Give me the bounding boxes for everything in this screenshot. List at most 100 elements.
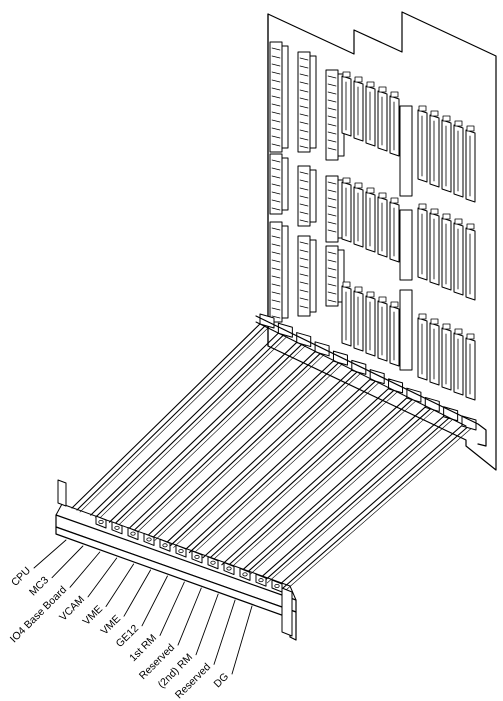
pin (271, 111, 281, 115)
slot-socket (365, 191, 376, 253)
pin (299, 195, 309, 199)
card-guide-rail-edge (210, 388, 401, 562)
standoff-post (399, 105, 413, 197)
pin-strip-side (281, 45, 289, 149)
card-guide-rail-inner (151, 358, 344, 539)
pin (327, 189, 337, 193)
card-guide-rail-edge (285, 425, 475, 591)
socket-latch (442, 213, 451, 220)
tab-hole (210, 560, 216, 565)
leader-line (123, 569, 151, 617)
pin (299, 105, 309, 109)
card-guide-rail (258, 412, 449, 580)
pin (327, 259, 337, 263)
pin (299, 113, 309, 117)
pin (299, 249, 309, 253)
pin (271, 207, 281, 211)
leader-line (231, 605, 253, 675)
socket-latch (342, 177, 351, 184)
card-guide-rail-edge (192, 379, 383, 555)
pin (271, 175, 281, 179)
slot-socket (353, 290, 364, 352)
slot-socket (389, 201, 400, 263)
pin-strip-side (337, 249, 345, 303)
pin (327, 229, 337, 233)
pin (271, 55, 281, 59)
pin (327, 221, 337, 225)
slot-socket (417, 207, 428, 281)
slot-socket (377, 196, 388, 258)
card-guide-rail (239, 402, 430, 573)
pin (299, 97, 309, 101)
pin (271, 291, 281, 295)
pin (327, 283, 337, 287)
pin (327, 205, 337, 209)
card-guide-rail-inner (113, 339, 307, 525)
rear-card-clip (461, 415, 477, 431)
card-guide-rail (202, 384, 394, 559)
socket-latch (342, 71, 351, 78)
pin (271, 283, 281, 287)
tab-hole (194, 554, 200, 559)
pin (271, 307, 281, 311)
pin-strip-side (309, 169, 317, 223)
socket-latch (366, 187, 375, 194)
backplane-connectors (269, 41, 476, 401)
socket-latch (430, 208, 439, 215)
leader-line (195, 593, 219, 656)
pin-strip-side (281, 225, 289, 319)
tab-hole (242, 572, 248, 577)
socket-latch (454, 120, 463, 127)
pin (271, 235, 281, 239)
socket-latch (466, 125, 475, 132)
socket-latch (418, 105, 427, 112)
leader-line (105, 563, 135, 607)
slot-socket (377, 300, 388, 362)
leader-line (141, 575, 168, 627)
slot-label: CPU (9, 565, 33, 589)
slot-socket (441, 119, 452, 193)
pin (271, 143, 281, 147)
slot-socket (341, 75, 352, 137)
standoff-post (399, 209, 413, 281)
slot-socket (341, 285, 352, 347)
pin-strip-side (281, 157, 289, 211)
slot-socket (377, 90, 388, 152)
card-guide-rail-edge (229, 397, 420, 570)
pin (327, 291, 337, 295)
card-guide-rail (221, 393, 412, 566)
front-rail (55, 479, 297, 641)
socket-latch (354, 286, 363, 293)
pin (271, 95, 281, 99)
leader-line (87, 557, 118, 598)
slot-socket (441, 327, 452, 391)
slot-socket (453, 332, 464, 396)
pin (271, 259, 281, 263)
pin (299, 219, 309, 223)
leader-line (159, 581, 185, 636)
socket-latch (390, 197, 399, 204)
slot-socket (465, 129, 476, 203)
card-guide-rail-edge (154, 360, 346, 541)
tab-hole (226, 566, 232, 571)
pin (327, 123, 337, 127)
card-guide-rail-edge (117, 342, 310, 527)
pin (271, 135, 281, 139)
slot-socket (353, 80, 364, 142)
socket-latch (418, 313, 427, 320)
pin (327, 131, 337, 135)
pin (271, 79, 281, 83)
slot-socket (465, 337, 476, 401)
pin (299, 203, 309, 207)
pin (299, 305, 309, 309)
pin (271, 87, 281, 91)
slot-socket (453, 124, 464, 198)
pin (327, 91, 337, 95)
socket-latch (390, 91, 399, 98)
pin (299, 89, 309, 93)
card-guide-rail-inner (207, 386, 399, 561)
pin (271, 315, 281, 319)
card-guide-rail (277, 421, 467, 587)
slot-label: VME (81, 603, 106, 628)
tab-hole (130, 531, 136, 536)
